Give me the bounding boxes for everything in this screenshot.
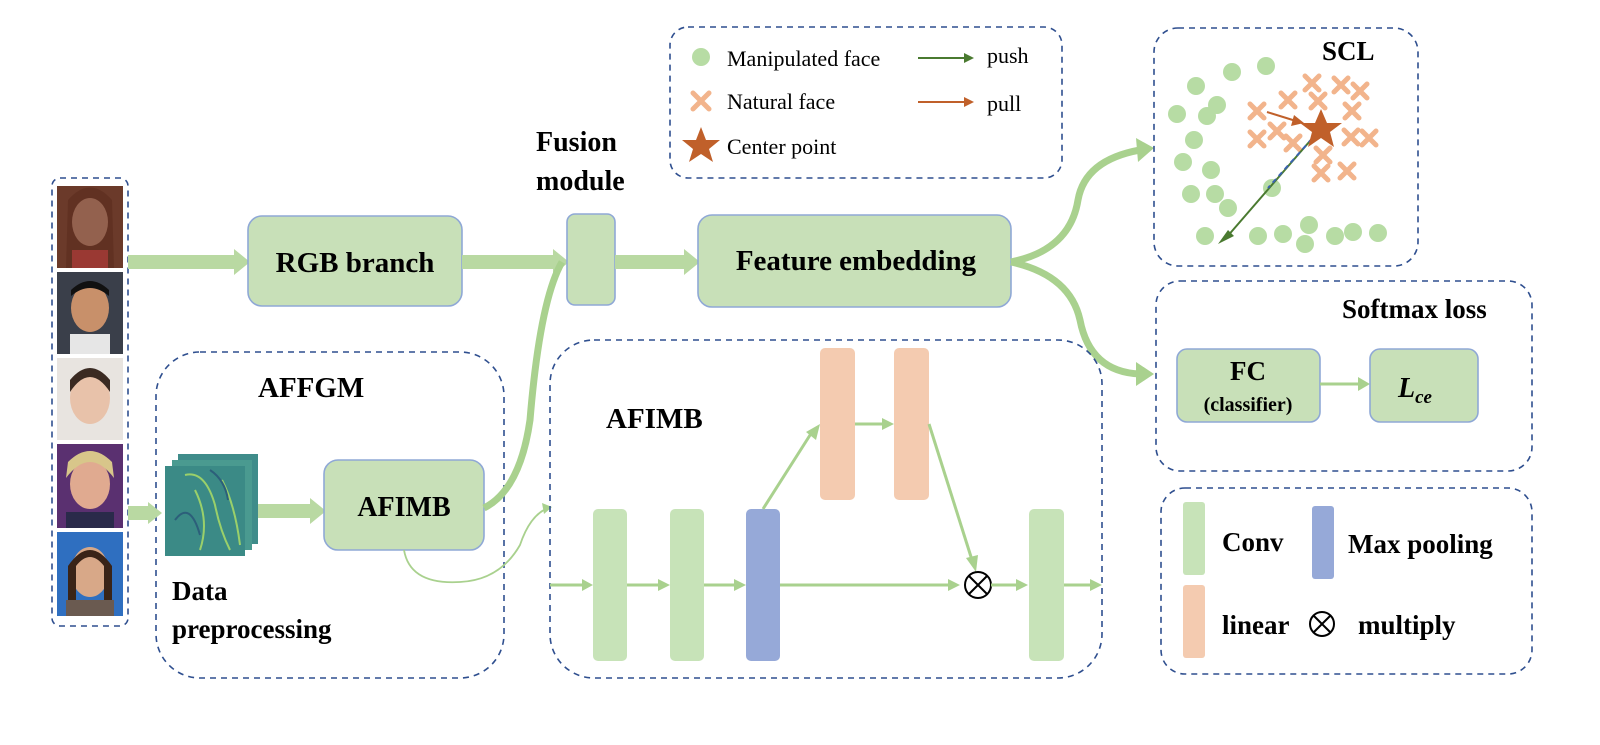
pull-legend-label: pull [987, 91, 1021, 116]
embedding-to-scl-arrow [1010, 146, 1141, 266]
fusion-module-block [566, 213, 616, 306]
afimb-detail-label: AFIMB [606, 403, 703, 435]
afimb-small-label: AFIMB [357, 492, 450, 523]
max-pooling-block [746, 509, 780, 661]
conv-legend-label: Conv [1222, 527, 1284, 557]
conv-legend-marker [1183, 502, 1205, 575]
bottom-legend: Conv Max pooling linear multiply [1160, 487, 1533, 675]
rgb-branch-label: RGB branch [276, 247, 435, 279]
natural-face-points [1247, 73, 1379, 183]
push-legend-label: push [987, 43, 1029, 68]
max-pooling-legend-label: Max pooling [1348, 529, 1493, 559]
softmax-border [1155, 280, 1533, 472]
face-image-1 [57, 186, 123, 268]
multiply-legend-label: multiply [1358, 610, 1456, 640]
linear-block-2 [894, 348, 929, 500]
faces-border [51, 177, 129, 627]
face-image-5 [57, 532, 123, 616]
push-arrow [1225, 133, 1317, 239]
softmax-loss-label: Softmax loss [1342, 294, 1487, 324]
embedding-to-scl-arrowhead [1136, 138, 1154, 162]
center-point-legend-label: Center point [727, 134, 836, 159]
manipulated-face-legend-marker [692, 48, 710, 66]
data-preprocessing-label-line1: Data [172, 576, 228, 606]
scl-label: SCL [1322, 36, 1375, 66]
top-legend: Manipulated face Natural face Center poi… [669, 26, 1063, 179]
manipulated-face-legend-label: Manipulated face [727, 46, 880, 71]
fusion-module-label-line1: Fusion [536, 127, 617, 158]
top-legend-border [669, 26, 1063, 179]
softmax-loss-panel: Softmax loss FC (classifier) Lce [1155, 280, 1533, 472]
fc-label: FC [1230, 356, 1266, 386]
center-point-star [1300, 109, 1342, 147]
faces-to-rgb-arrowhead [234, 249, 250, 275]
affgm-panel: AFFGM Data preprocessing AFIMB [128, 351, 505, 679]
afimb-detail-panel: AFIMB [549, 339, 1103, 679]
scl-border [1153, 27, 1419, 267]
pull-arrow [1266, 111, 1297, 122]
conv-block-1 [593, 509, 627, 661]
classifier-label: (classifier) [1204, 394, 1293, 416]
afimb-to-fusion-arrow [482, 260, 566, 512]
feature-embedding-label: Feature embedding [736, 245, 977, 277]
face-image-2 [57, 272, 123, 354]
embedding-to-softmax-arrow [1010, 258, 1141, 378]
manipulated-face-points [1168, 57, 1387, 253]
afimb-detail-border [549, 339, 1103, 679]
center-point-legend-marker [682, 127, 720, 162]
face-image-3 [57, 358, 123, 440]
fusion-to-embedding-arrowhead [684, 249, 700, 275]
bottom-legend-border [1160, 487, 1533, 675]
linear-legend-marker [1183, 585, 1205, 658]
multiply-node [964, 571, 992, 599]
lce-label: Lce [1397, 373, 1433, 408]
embedding-to-softmax-arrowhead [1136, 362, 1154, 386]
input-face-column [51, 177, 129, 627]
data-preprocessing-label-line2: preprocessing [172, 614, 332, 644]
linear-legend-label: linear [1222, 610, 1290, 640]
scl-panel: SCL [1153, 27, 1419, 267]
multiply-legend-icon [1309, 611, 1335, 637]
fusion-module-label-line2: module [536, 166, 625, 197]
affgm-label: AFFGM [258, 372, 364, 404]
rgb-branch-block: RGB branch [247, 215, 463, 307]
linear-block-1 [820, 348, 855, 500]
max-pooling-legend-marker [1312, 506, 1334, 579]
natural-face-legend-label: Natural face [727, 89, 835, 114]
conv-block-3 [1029, 509, 1064, 661]
afimb-to-detail-connector [403, 507, 549, 584]
natural-face-legend-marker [690, 90, 712, 112]
lce-block [1369, 348, 1479, 423]
conv-block-2 [670, 509, 704, 661]
face-image-4 [57, 444, 123, 528]
frequency-map-stack [165, 454, 258, 556]
feature-embedding-block: Feature embedding [697, 214, 1012, 308]
